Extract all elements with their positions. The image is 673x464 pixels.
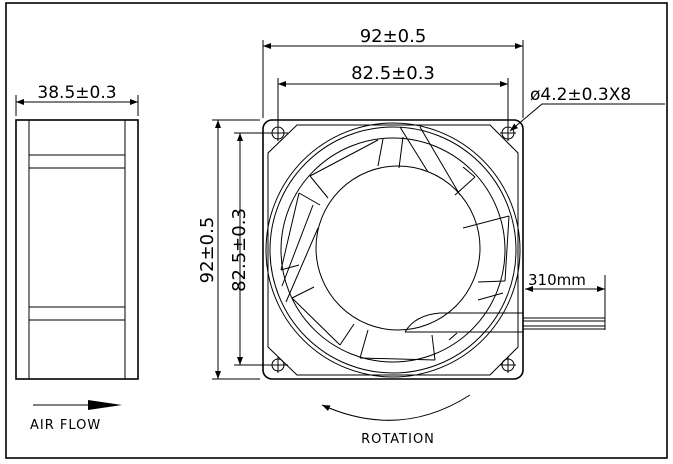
drawing-border [5,2,668,459]
rotation-label: ROTATION [361,432,435,447]
hole-pitch-horizontal-label: 82.5±0.3 [351,63,435,84]
overall-height-label: 92±0.5 [197,217,218,284]
airflow-label: AIR FLOW [30,418,101,433]
airflow-arrow-icon [33,400,122,410]
mounting-hole-label: ø4.2±0.3X8 [530,85,631,105]
hole-pitch-vertical-label: 82.5±0.3 [229,208,250,292]
side-view: 38.5±0.3 AIR FLOW [15,83,139,433]
overall-width-label: 92±0.5 [360,26,427,47]
depth-dimension-label: 38.5±0.3 [37,83,116,103]
rotation-arrow-icon [321,394,471,421]
front-view: 310mm 92±0.5 82.5±0.3 92±0.5 82.5±0.3 ø4… [197,26,665,447]
lead-length-label: 310mm [528,271,586,289]
